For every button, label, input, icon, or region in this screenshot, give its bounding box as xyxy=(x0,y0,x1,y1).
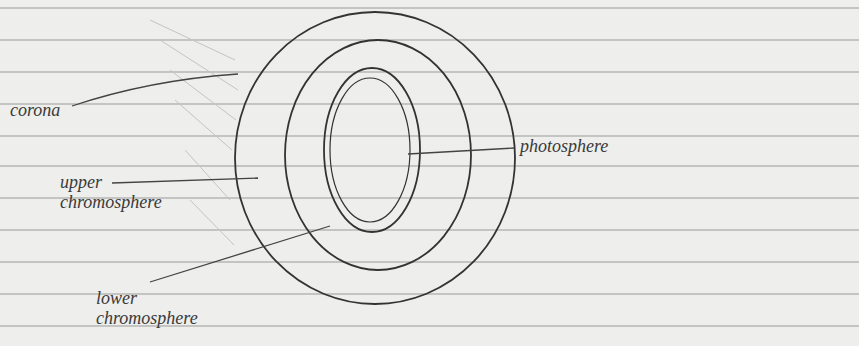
photosphere-circle xyxy=(324,68,420,232)
part-label: upper chromosphere xyxy=(60,172,165,212)
part-label: lower chromosphere xyxy=(96,288,206,328)
chromosphere-circle xyxy=(285,40,471,270)
sun-layer-circles xyxy=(235,12,515,304)
core-circle xyxy=(330,78,410,222)
shading-strokes xyxy=(150,20,238,245)
leader-line xyxy=(72,74,238,106)
corona-circle xyxy=(235,12,515,304)
ruled-lines xyxy=(0,8,859,326)
leader-line xyxy=(408,148,514,154)
leader-line xyxy=(112,178,258,183)
leader-lines xyxy=(72,74,514,282)
part-label: corona xyxy=(10,100,90,120)
part-label: photosphere xyxy=(520,136,650,156)
leader-line xyxy=(150,226,330,282)
